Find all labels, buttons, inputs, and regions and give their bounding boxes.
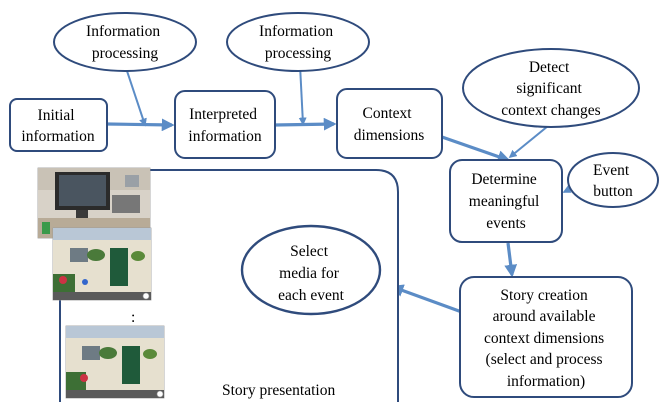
arrow-initial-to-interpreted xyxy=(106,118,175,132)
select-media-label: Select media for each event xyxy=(278,243,345,304)
photo-house-2 xyxy=(65,325,165,399)
info-processing-2-node: Information processing xyxy=(226,12,370,72)
context-dimensions-label: Context dimensions xyxy=(354,105,425,144)
arrow-interpreted-to-context xyxy=(274,117,337,131)
select-media-node: Select media for each event xyxy=(240,224,382,316)
info-processing-1-node: Information processing xyxy=(53,12,197,72)
initial-information-node: Initial information xyxy=(9,98,108,152)
arrow-info-processing-2 xyxy=(298,64,307,126)
photo-house-1 xyxy=(52,227,152,301)
arrow-determine-to-story-creation xyxy=(504,242,518,278)
arrow-context-to-determine xyxy=(441,135,511,163)
interpreted-information-node: Interpreted information xyxy=(174,90,276,159)
arrow-story-creation-to-presentation xyxy=(390,284,471,317)
context-dimensions-node: Context dimensions xyxy=(336,88,443,159)
media-thumbnails: : xyxy=(37,167,165,399)
event-button-node: Event button xyxy=(567,152,659,208)
story-presentation-label: Story presentation xyxy=(222,382,335,399)
arrow-detect-to-determine xyxy=(508,125,549,159)
info-processing-1-label: Information processing xyxy=(86,23,164,62)
story-creation-node: Story creation around available context … xyxy=(459,276,633,398)
photo-desk-monitor xyxy=(37,167,151,239)
more-photos-ellipsis: : xyxy=(131,309,135,326)
detect-changes-node: Detect significant context changes xyxy=(462,48,640,128)
event-button-label: Event button xyxy=(593,162,633,200)
initial-information-label: Initial information xyxy=(21,107,94,145)
arrow-info-processing-1 xyxy=(124,64,147,127)
determine-events-node: Determine meaningful events xyxy=(449,159,563,243)
detect-changes-label: Detect significant context changes xyxy=(501,59,600,119)
interpreted-information-label: Interpreted information xyxy=(188,106,261,145)
determine-events-label: Determine meaningful events xyxy=(469,171,543,232)
info-processing-2-label: Information processing xyxy=(259,23,337,62)
story-creation-label: Story creation around available context … xyxy=(484,287,608,390)
